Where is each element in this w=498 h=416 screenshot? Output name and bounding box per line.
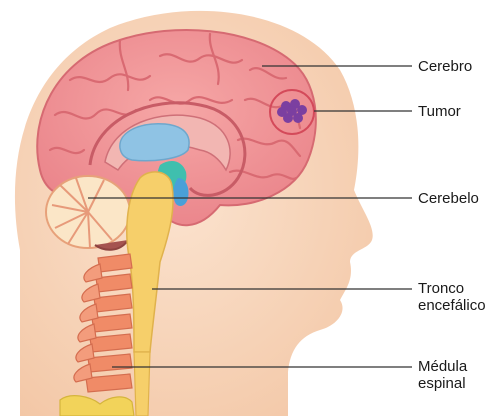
label-tronco-line2: encefálico [418, 297, 486, 314]
spinal-cord [134, 352, 150, 416]
label-medula-line2: espinal [418, 375, 467, 392]
label-tronco-encefalico: Tronco encefálico [418, 280, 486, 314]
label-tumor: Tumor [418, 103, 461, 120]
label-cerebelo: Cerebelo [418, 190, 479, 207]
label-medula-espinal: Médula espinal [418, 358, 467, 392]
label-medula-line1: Médula [418, 358, 467, 375]
label-tronco-line1: Tronco [418, 280, 486, 297]
label-cerebro: Cerebro [418, 58, 472, 75]
cerebellum [46, 176, 130, 250]
